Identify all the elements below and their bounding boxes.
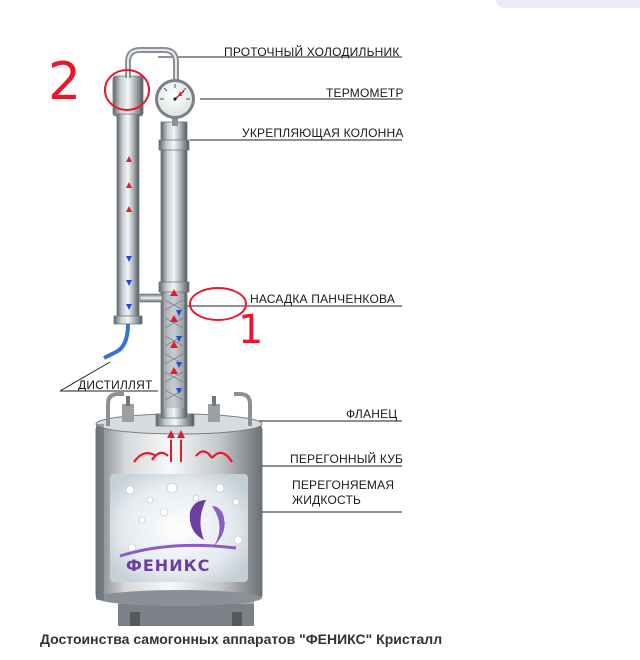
label-liquid: ПЕРЕГОНЯЕМАЯ ЖИДКОСТЬ xyxy=(292,478,395,507)
distillate-outlet xyxy=(103,323,130,360)
clamp-left xyxy=(122,396,134,422)
brand-wordmark: ФЕНИКС xyxy=(126,556,211,575)
clamp-right xyxy=(208,396,220,422)
brand-logo-mark xyxy=(119,500,237,558)
label-thermometer: ТЕРМОМЕТР xyxy=(326,86,404,100)
flow-condenser xyxy=(112,75,163,325)
boiler-tank xyxy=(95,413,263,606)
boiler-handles xyxy=(106,392,252,426)
page-caption: Достоинства самогонных аппаратов "ФЕНИКС… xyxy=(40,631,443,647)
annotation-number-two: 2 xyxy=(48,52,82,112)
hot-flow-arrows xyxy=(126,91,233,463)
annotation-number-one: 1 xyxy=(238,307,264,353)
cold-flow-arrows xyxy=(126,256,182,394)
annotation-circle-2 xyxy=(104,69,150,111)
annotation-circles xyxy=(104,69,247,321)
label-flow-condenser: ПРОТОЧНЫЙ ХОЛОДИЛЬНИК xyxy=(224,45,400,59)
label-panchenkov-packing: НАСАДКА ПАНЧЕНКОВА xyxy=(250,292,396,306)
corner-tab xyxy=(496,0,640,8)
label-boiler: ПЕРЕГОННЫЙ КУБ xyxy=(290,452,404,466)
label-distillate: ДИСТИЛЛЯТ xyxy=(78,378,153,392)
thermometer-gauge xyxy=(155,79,195,126)
label-flange: ФЛАНЕЦ xyxy=(346,407,398,421)
annotation-circle-1 xyxy=(189,287,247,321)
label-reinforcing-column: УКРЕПЛЯЮЩАЯ КОЛОННА xyxy=(242,126,404,140)
